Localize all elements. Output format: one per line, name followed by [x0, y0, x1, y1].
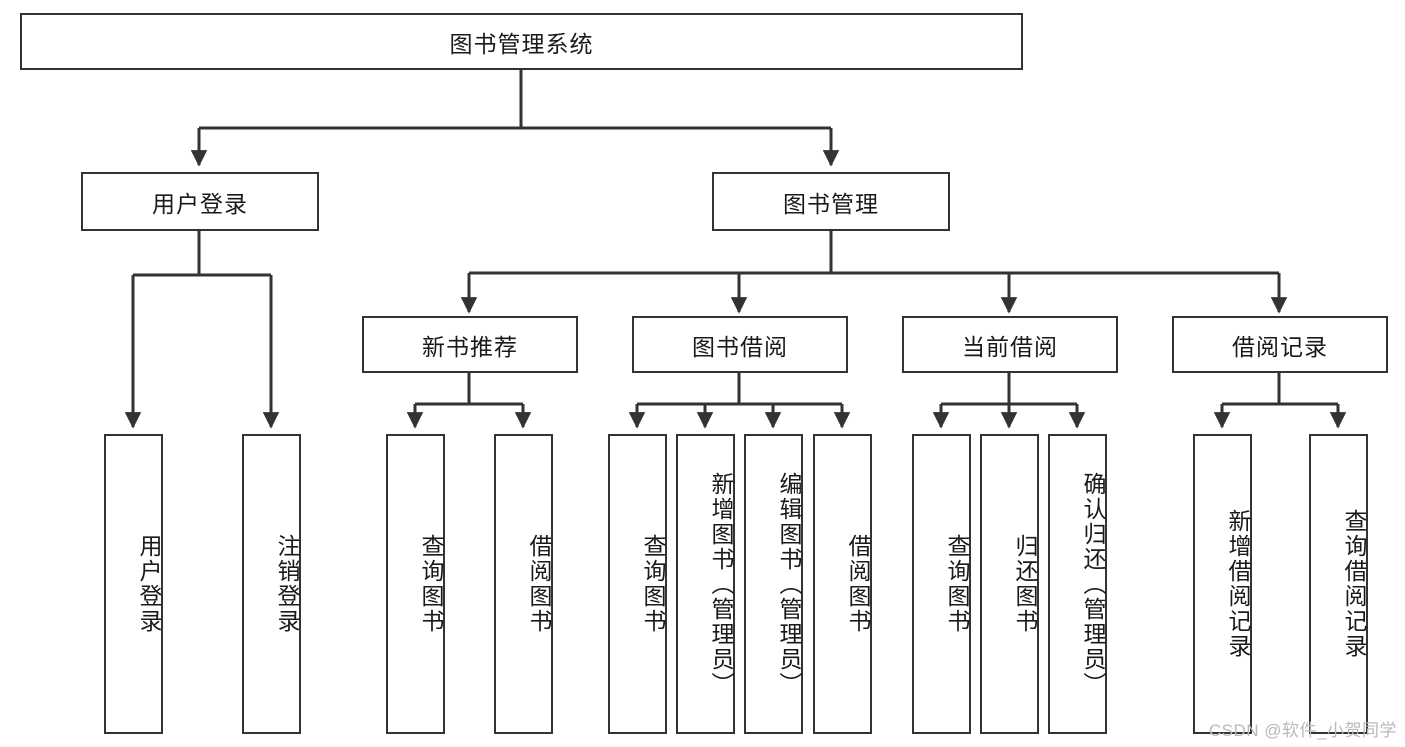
- node-leaf-confirm-return-admin[interactable]: 确认归还（管理员）: [1048, 434, 1107, 734]
- node-leaf-query-book-3[interactable]: 查询图书: [912, 434, 971, 734]
- node-leaf-borrow-book-2-label: 借阅图书: [845, 534, 871, 634]
- node-book-borrow[interactable]: 图书借阅: [632, 316, 848, 373]
- node-root-label: 图书管理系统: [449, 30, 594, 57]
- node-new-book-rec[interactable]: 新书推荐: [362, 316, 578, 373]
- node-user-login-label: 用户登录: [152, 190, 248, 217]
- node-book-manage-label: 图书管理: [783, 190, 879, 217]
- node-borrow-record[interactable]: 借阅记录: [1172, 316, 1388, 373]
- node-leaf-logout-label: 注销登录: [274, 534, 300, 634]
- node-book-manage[interactable]: 图书管理: [712, 172, 950, 231]
- node-new-book-rec-label: 新书推荐: [422, 333, 518, 360]
- node-leaf-borrow-book-2[interactable]: 借阅图书: [813, 434, 872, 734]
- node-leaf-borrow-book-1[interactable]: 借阅图书: [494, 434, 553, 734]
- watermark: CSDN @软件_小贺同学: [1208, 721, 1397, 740]
- node-leaf-query-book-3-label: 查询图书: [944, 534, 970, 634]
- node-root[interactable]: 图书管理系统: [20, 13, 1023, 70]
- node-current-borrow[interactable]: 当前借阅: [902, 316, 1118, 373]
- node-leaf-user-login[interactable]: 用户登录: [104, 434, 163, 734]
- node-leaf-add-record-label: 新增借阅记录: [1225, 509, 1251, 659]
- node-leaf-return-book[interactable]: 归还图书: [980, 434, 1039, 734]
- node-leaf-query-record-label: 查询借阅记录: [1341, 509, 1367, 659]
- node-leaf-add-record[interactable]: 新增借阅记录: [1193, 434, 1252, 734]
- node-leaf-query-book-1-label: 查询图书: [418, 534, 444, 634]
- node-leaf-confirm-return-admin-label: 确认归还（管理员）: [1080, 471, 1106, 697]
- node-leaf-query-book-1[interactable]: 查询图书: [386, 434, 445, 734]
- node-leaf-query-book-2-label: 查询图书: [640, 534, 666, 634]
- node-book-borrow-label: 图书借阅: [692, 333, 788, 360]
- node-borrow-record-label: 借阅记录: [1232, 333, 1328, 360]
- node-leaf-add-book-admin[interactable]: 新增图书（管理员）: [676, 434, 735, 734]
- node-leaf-query-book-2[interactable]: 查询图书: [608, 434, 667, 734]
- node-current-borrow-label: 当前借阅: [962, 333, 1058, 360]
- node-leaf-query-record[interactable]: 查询借阅记录: [1309, 434, 1368, 734]
- node-leaf-user-login-label: 用户登录: [136, 534, 162, 634]
- node-leaf-edit-book-admin[interactable]: 编辑图书（管理员）: [744, 434, 803, 734]
- node-leaf-borrow-book-1-label: 借阅图书: [526, 534, 552, 634]
- node-leaf-add-book-admin-label: 新增图书（管理员）: [708, 471, 734, 697]
- node-leaf-logout[interactable]: 注销登录: [242, 434, 301, 734]
- node-leaf-edit-book-admin-label: 编辑图书（管理员）: [776, 471, 802, 697]
- node-leaf-return-book-label: 归还图书: [1012, 534, 1038, 634]
- node-user-login[interactable]: 用户登录: [81, 172, 319, 231]
